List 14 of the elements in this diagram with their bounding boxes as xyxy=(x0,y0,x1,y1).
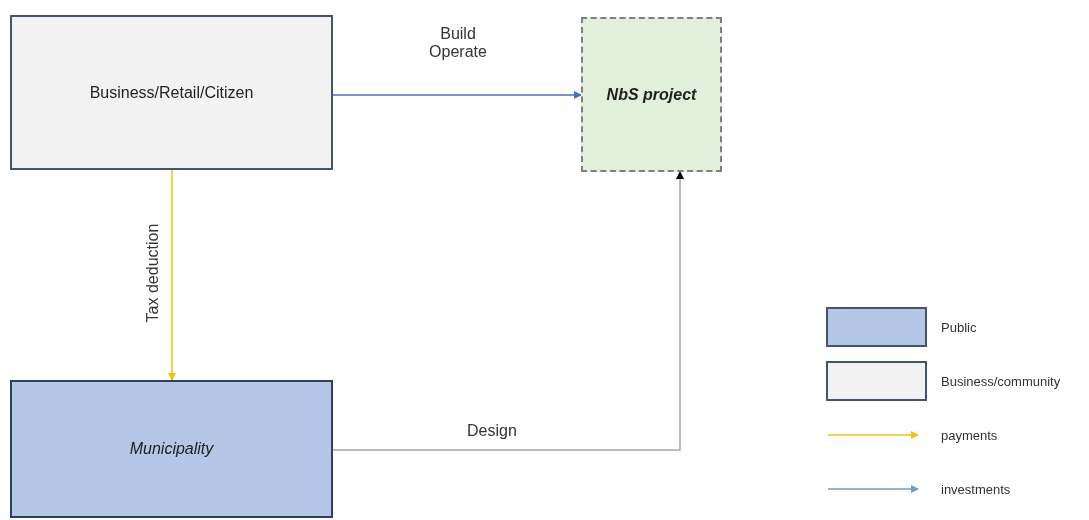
process-box xyxy=(581,17,722,172)
legend-label: Public xyxy=(941,319,977,335)
node-label: Business/Retail/Citizen xyxy=(89,83,254,102)
process-box xyxy=(10,380,333,518)
edge-label: Design xyxy=(467,422,517,440)
arrow xyxy=(168,169,176,381)
arrow xyxy=(332,91,582,99)
legend-label: payments xyxy=(941,427,998,443)
legend-label: Business/community xyxy=(941,373,1061,389)
arrow xyxy=(332,171,684,451)
process-box xyxy=(10,15,333,170)
legend-label: investments xyxy=(941,481,1011,497)
node-label: NbS project xyxy=(606,85,697,104)
node-label: Municipality xyxy=(129,440,214,458)
